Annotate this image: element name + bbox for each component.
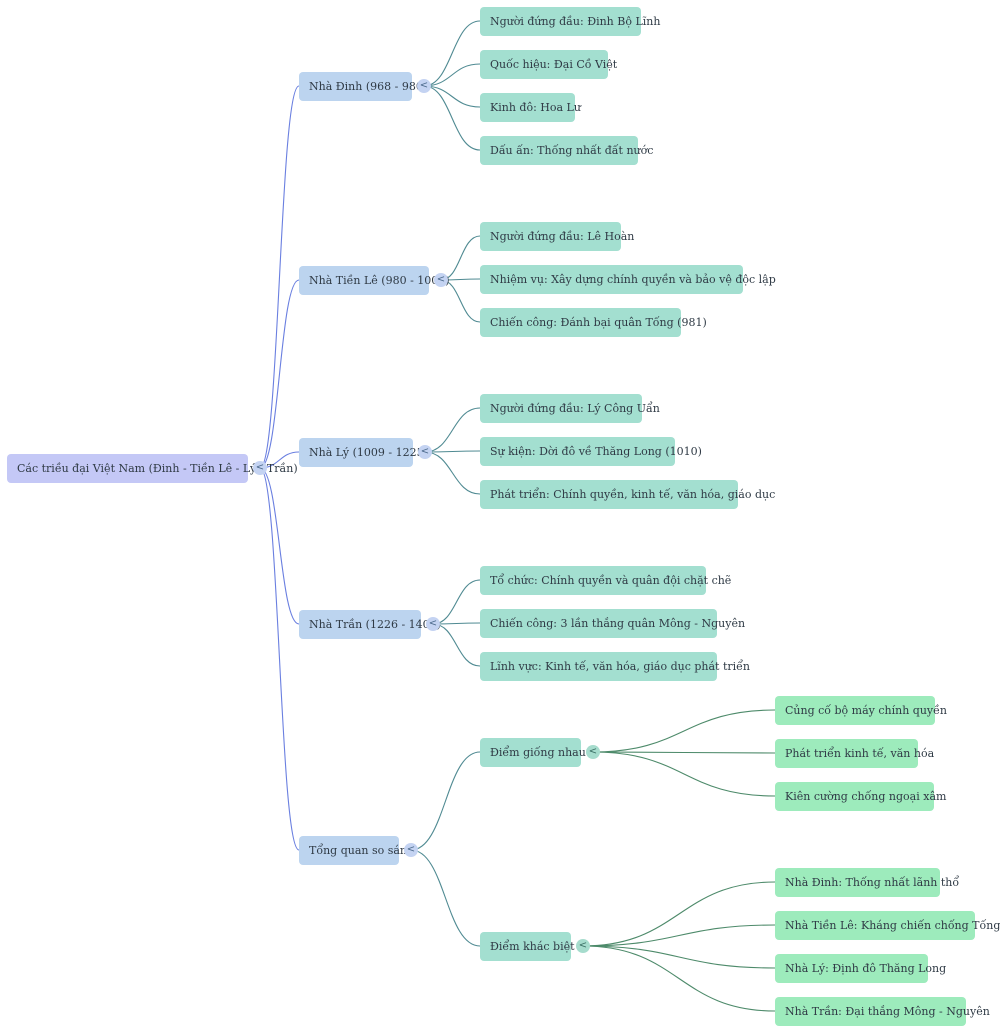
connector-diff-2	[582, 945, 776, 969]
dynasty-node-dinh[interactable]: Nhà Đinh (968 - 980)	[299, 72, 427, 101]
collapse-toggle-tran[interactable]: <	[426, 617, 440, 631]
connector-diff-0	[582, 881, 776, 947]
connector-root-1	[259, 279, 300, 469]
collapse-toggle-tien-le[interactable]: <	[434, 273, 448, 287]
similarities-node[interactable]: Điểm giống nhau	[480, 738, 586, 767]
connector-dinh-1	[423, 63, 481, 87]
comparison-overview-node[interactable]: Tổng quan so sánh	[299, 836, 414, 865]
dinh-leader-node[interactable]: Người đứng đầu: Đinh Bộ Lĩnh	[480, 7, 660, 36]
difference-item-dinh[interactable]: Nhà Đinh: Thống nhất lãnh thổ	[775, 868, 959, 897]
dinh-capital-node[interactable]: Kinh đô: Hoa Lư	[480, 93, 581, 122]
tien-le-leader-node[interactable]: Người đứng đầu: Lê Hoàn	[480, 222, 634, 251]
tran-fields-node[interactable]: Lĩnh vực: Kinh tế, văn hóa, giáo dục phá…	[480, 652, 750, 681]
connector-root-4	[259, 467, 300, 851]
tran-organization-node[interactable]: Tổ chức: Chính quyền và quân đội chặt ch…	[480, 566, 731, 595]
dynasty-node-tran[interactable]: Nhà Trần (1226 - 1400)	[299, 610, 441, 639]
connector-root-0	[259, 85, 300, 469]
connector-similar-1	[592, 751, 776, 754]
similarity-item-resistance[interactable]: Kiên cường chống ngoại xâm	[775, 782, 946, 811]
connector-ly-0	[424, 407, 481, 453]
connector-dinh-2	[423, 85, 481, 108]
ly-leader-node[interactable]: Người đứng đầu: Lý Công Uẩn	[480, 394, 660, 423]
ly-development-node[interactable]: Phát triển: Chính quyền, kinh tế, văn hó…	[480, 480, 775, 509]
collapse-toggle-similarities[interactable]: <	[586, 745, 600, 759]
connector-similar-2	[592, 751, 776, 797]
connector-ly-1	[424, 450, 481, 453]
difference-item-tran[interactable]: Nhà Trần: Đại thắng Mông - Nguyên	[775, 997, 990, 1026]
dynasty-node-tien-le[interactable]: Nhà Tiền Lê (980 - 1009)	[299, 266, 450, 295]
connector-ly-2	[424, 451, 481, 495]
similarity-item-government[interactable]: Củng cố bộ máy chính quyền	[775, 696, 947, 725]
collapse-toggle-overview[interactable]: <	[404, 843, 418, 857]
tran-victory-node[interactable]: Chiến công: 3 lần thắng quân Mông - Nguy…	[480, 609, 745, 638]
collapse-toggle-root[interactable]: <	[253, 461, 267, 475]
dynasty-node-ly[interactable]: Nhà Lý (1009 - 1225)	[299, 438, 428, 467]
collapse-toggle-ly[interactable]: <	[418, 445, 432, 459]
tien-le-victory-node[interactable]: Chiến công: Đánh bại quân Tống (981)	[480, 308, 707, 337]
ly-event-node[interactable]: Sự kiện: Dời đô về Thăng Long (1010)	[480, 437, 702, 466]
similarity-item-economy[interactable]: Phát triển kinh tế, văn hóa	[775, 739, 934, 768]
connector-dinh-0	[423, 20, 481, 87]
mindmap-root-node[interactable]: Các triều đại Việt Nam (Đinh - Tiền Lê -…	[7, 454, 298, 483]
connector-dinh-3	[423, 85, 481, 151]
collapse-toggle-dinh[interactable]: <	[417, 79, 431, 93]
connector-root-3	[259, 467, 300, 625]
difference-item-tien-le[interactable]: Nhà Tiền Lê: Kháng chiến chống Tống	[775, 911, 1000, 940]
connector-diff-3	[582, 945, 776, 1012]
dinh-country-name-node[interactable]: Quốc hiệu: Đại Cồ Việt	[480, 50, 617, 79]
differences-node[interactable]: Điểm khác biệt	[480, 932, 575, 961]
connector-diff-1	[582, 924, 776, 947]
connector-similar-0	[592, 709, 776, 753]
collapse-toggle-differences[interactable]: <	[576, 939, 590, 953]
dinh-legacy-node[interactable]: Dấu ấn: Thống nhất đất nước	[480, 136, 653, 165]
tien-le-mission-node[interactable]: Nhiệm vụ: Xây dựng chính quyền và bảo vệ…	[480, 265, 776, 294]
difference-item-ly[interactable]: Nhà Lý: Định đô Thăng Long	[775, 954, 946, 983]
connector-overview-1	[410, 849, 481, 947]
connector-overview-0	[410, 751, 481, 851]
